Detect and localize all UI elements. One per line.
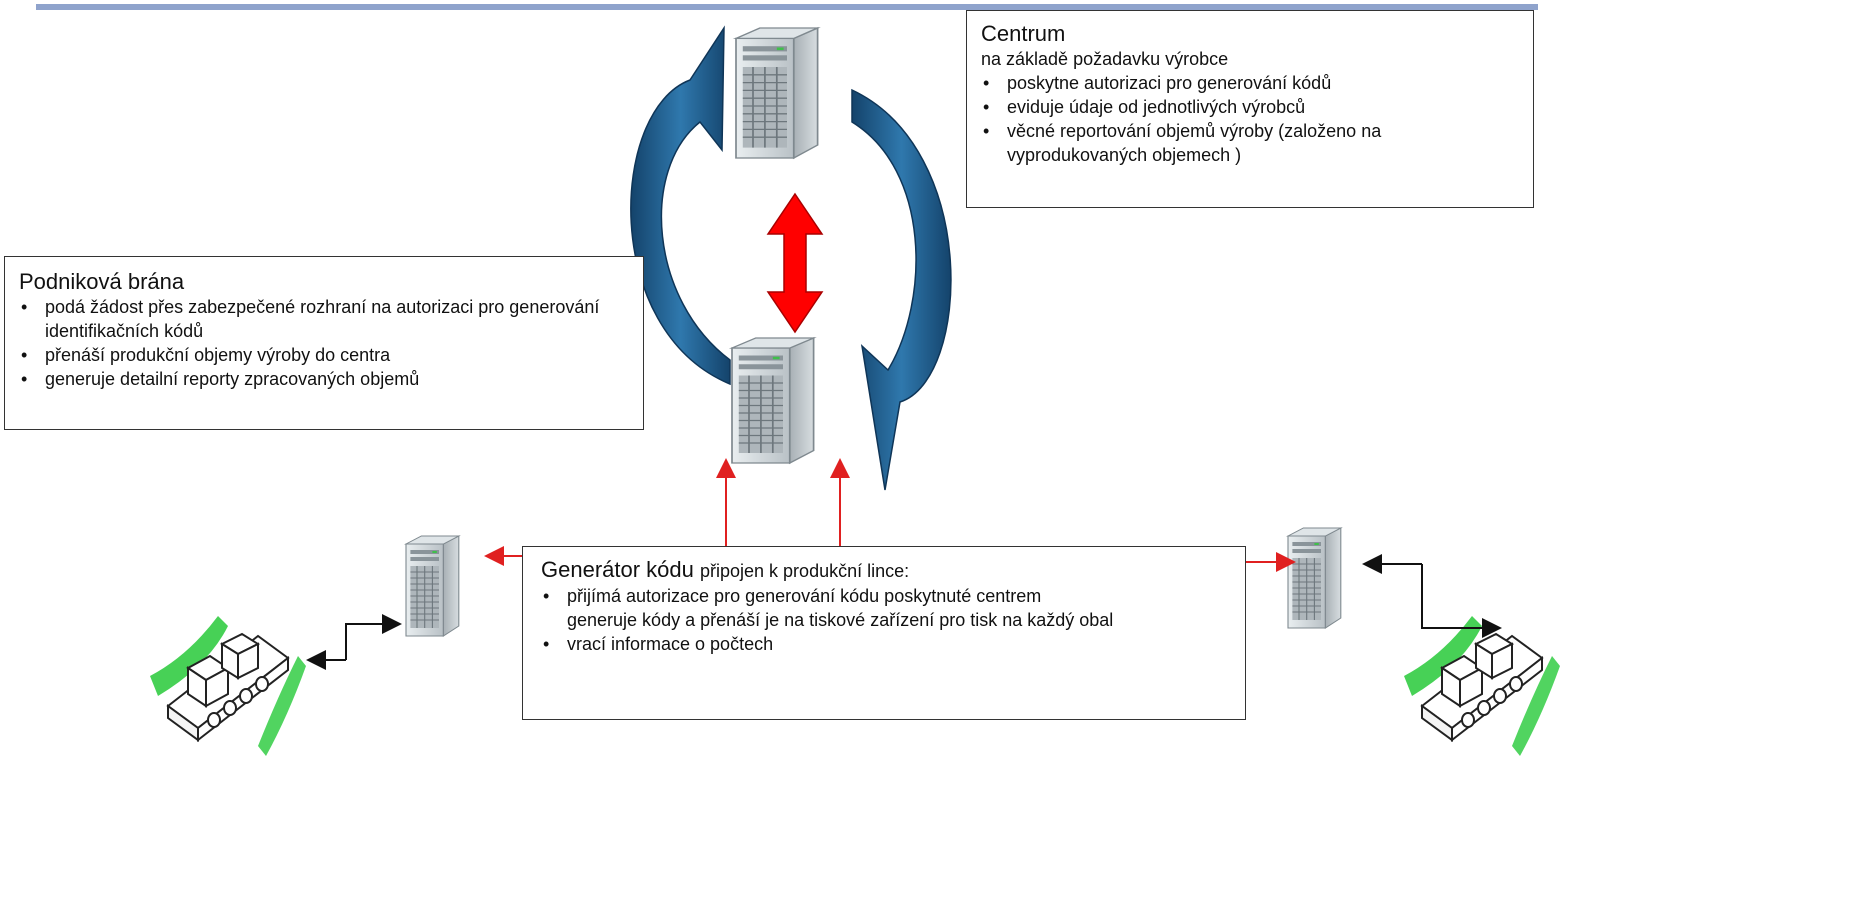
- cycle-arrow-icon: [630, 25, 952, 491]
- generator-list: přijímá autorizace pro generování kódu p…: [541, 584, 1235, 656]
- generator-title-row: Generátor kódu připojen k produkční linc…: [541, 557, 1235, 584]
- conveyor-icon-right: [1403, 615, 1561, 757]
- list-item: podá žádost přes zabezpečené rozhraní na…: [19, 295, 633, 343]
- podnikova-brana-list: podá žádost přes zabezpečené rozhraní na…: [19, 295, 633, 391]
- server-icon-brana: [731, 337, 815, 464]
- list-item: generuje detailní reporty zpracovaných o…: [19, 367, 633, 391]
- black-connector-left: [306, 614, 402, 670]
- black-connector-right: [1362, 554, 1502, 638]
- generator-title: Generátor kódu: [541, 557, 694, 582]
- centrum-box: Centrum na základě požadavku výrobce pos…: [966, 10, 1534, 208]
- list-item: eviduje údaje od jednotlivých výrobců: [981, 95, 1523, 119]
- server-icon-centrum: [735, 27, 819, 159]
- list-item: generuje kódy a přenáší je na tiskové za…: [567, 610, 1114, 630]
- list-item: přenáší produkční objemy výroby do centr…: [19, 343, 633, 367]
- generator-title-suffix: připojen k produkční lince:: [700, 561, 910, 581]
- generator-box: Generátor kódu připojen k produkční linc…: [522, 546, 1246, 720]
- conveyor-icon-left: [149, 615, 307, 757]
- server-icon-generator-left: [405, 535, 460, 637]
- list-item: vrací informace o počtech: [541, 632, 1235, 656]
- centrum-subtitle: na základě požadavku výrobce: [981, 49, 1229, 69]
- server-icon-generator-right: [1287, 527, 1342, 629]
- list-item: věcné reportování objemů výroby (založen…: [981, 119, 1523, 167]
- podnikova-brana-box: Podniková brána podá žádost přes zabezpe…: [4, 256, 644, 430]
- red-connector-left: [484, 458, 736, 566]
- list-item: poskytne autorizaci pro generování kódů: [981, 71, 1523, 95]
- list-item: přijímá autorizace pro generování kódu p…: [541, 584, 1235, 608]
- double-arrow-icon: [766, 192, 824, 334]
- centrum-title: Centrum: [981, 21, 1066, 46]
- centrum-list: poskytne autorizaci pro generování kódů …: [981, 71, 1523, 167]
- podnikova-brana-title: Podniková brána: [19, 269, 185, 294]
- top-accent-bar: [36, 4, 1538, 10]
